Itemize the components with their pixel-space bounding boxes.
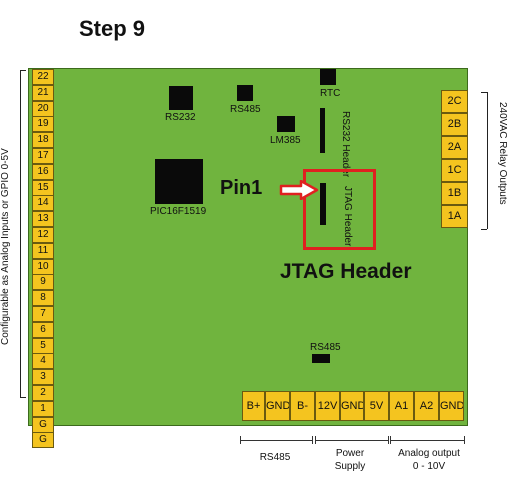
bottom-terminal: GND <box>340 391 364 421</box>
left-pin: 4 <box>32 353 54 370</box>
left-pin: 9 <box>32 274 54 291</box>
bottom-terminal: B- <box>290 391 315 421</box>
rs485-group-tick-left <box>240 436 241 444</box>
relay-pin: 1C <box>441 159 468 182</box>
power-group-label-2: Supply <box>334 461 366 472</box>
left-pin: G <box>32 416 54 433</box>
left-bracket-bottom-tick <box>20 397 26 398</box>
rs232-chip <box>169 86 193 110</box>
left-pin: 7 <box>32 306 54 322</box>
lm385-label: LM385 <box>270 135 301 146</box>
power-group-line <box>315 440 388 441</box>
left-pin: 5 <box>32 337 54 354</box>
relay-pin: 2C <box>441 90 468 113</box>
right-bracket-bottom-tick <box>481 229 487 230</box>
pin1-arrow-icon <box>279 180 319 200</box>
bottom-terminal: GND <box>265 391 290 421</box>
left-pin: 15 <box>32 179 54 196</box>
rs485-group-line <box>240 440 312 441</box>
rs232-header <box>320 108 325 153</box>
power-group-label-1: Power <box>335 448 365 459</box>
analog-group-tick-left <box>390 436 391 444</box>
pin1-label: Pin1 <box>220 177 263 199</box>
rs485-group-tick-right <box>312 436 313 444</box>
bottom-terminal: 12V <box>315 391 340 421</box>
bottom-terminal: A1 <box>389 391 414 421</box>
bottom-terminal: A2 <box>414 391 439 421</box>
power-group-tick-left <box>315 436 316 444</box>
jtag-header-title: JTAG Header <box>280 260 412 283</box>
rs485-top-chip <box>237 85 253 101</box>
left-pin: 10 <box>32 258 54 275</box>
left-pin: 6 <box>32 321 54 338</box>
left-pin: 17 <box>32 148 54 164</box>
left-pin: 21 <box>32 84 54 101</box>
lm385-chip <box>277 116 295 132</box>
bottom-terminal: 5V <box>364 391 389 421</box>
left-pin: 11 <box>32 242 54 259</box>
rs485-top-label: RS485 <box>230 104 261 115</box>
rs485-mid-chip <box>312 354 330 363</box>
jtag-highlight-box <box>303 169 376 250</box>
right-side-label: 240VAC Relay Outputs <box>497 102 508 205</box>
relay-pin: 1B <box>441 182 468 205</box>
left-pin: 3 <box>32 369 54 386</box>
bottom-terminal: GND <box>439 391 464 421</box>
right-bracket-top-tick <box>481 92 487 93</box>
pic-chip <box>155 159 203 204</box>
left-pin: 1 <box>32 400 54 417</box>
right-bracket <box>482 92 488 229</box>
analog-group-label-2: 0 - 10V <box>412 461 446 472</box>
left-pin: 2 <box>32 385 54 401</box>
left-pin: G <box>32 432 54 449</box>
relay-pin: 2A <box>441 136 468 159</box>
rs485-group-label: RS485 <box>259 452 291 463</box>
left-pin: 22 <box>32 69 54 85</box>
power-group-tick-right <box>388 436 389 444</box>
jtag-header <box>320 183 326 225</box>
bottom-terminal: B+ <box>242 391 265 421</box>
left-side-label: Configurable as Analog Inputs or GPIO 0-… <box>0 148 11 345</box>
left-bracket-top-tick <box>20 70 26 71</box>
left-pin: 8 <box>32 290 54 307</box>
left-pin: 19 <box>32 116 54 133</box>
analog-group-label-1: Analog output <box>398 448 460 459</box>
pic-label: PIC16F1519 <box>150 206 207 217</box>
left-pin: 16 <box>32 163 54 180</box>
left-pin: 14 <box>32 195 54 212</box>
rtc-chip <box>320 69 336 85</box>
left-pin: 18 <box>32 132 54 149</box>
relay-pin: 2B <box>441 113 468 136</box>
rs232-label: RS232 <box>165 112 196 123</box>
left-bracket <box>20 70 26 398</box>
rs232-header-label: RS232 Header <box>340 111 351 178</box>
step-title: Step 9 <box>79 16 146 41</box>
left-pin: 20 <box>32 100 54 117</box>
analog-group-line <box>390 440 464 441</box>
relay-pin: 1A <box>441 205 468 228</box>
circuit-board <box>28 68 468 426</box>
left-pin: 13 <box>32 211 54 228</box>
left-pin: 12 <box>32 227 54 243</box>
analog-group-tick-right <box>464 436 465 444</box>
rtc-label: RTC <box>320 88 341 99</box>
rs485-mid-label: RS485 <box>310 342 341 353</box>
